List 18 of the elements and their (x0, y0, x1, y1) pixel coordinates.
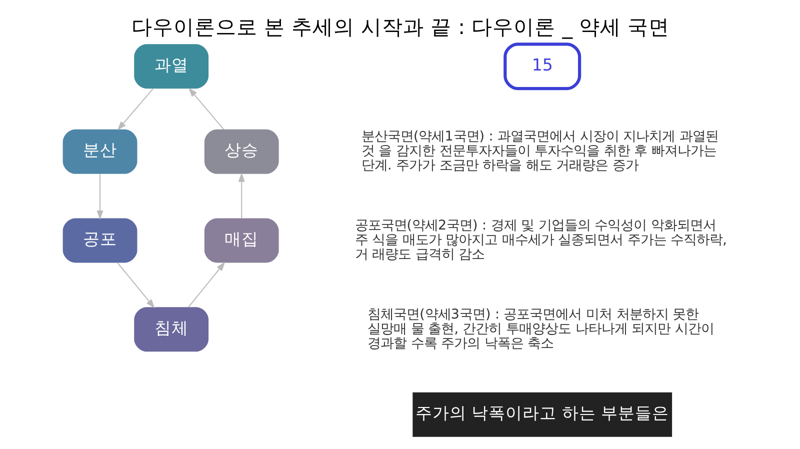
arrow (96, 174, 103, 220)
node-box: 상승 (204, 128, 278, 174)
label: 15 (531, 54, 552, 74)
node-box: 침체 (134, 306, 208, 352)
label: 침체국면(약세3국면) : 공포국면에서 미처 처분하지 못한 실망매 물 출현, 간간히 투매양상도 나타나게 되지만 시간이 경과할 수록 주가의 낙폭은 축소 (367, 306, 714, 351)
node-box: 공포 (62, 218, 137, 262)
node-box: 매집 (204, 218, 278, 262)
label: 공포국면(약세2국면) : 경제 및 기업들의 수익성이 악화되면서 주 식을 매도가 많아지고 매수세가 실종되면서 주가는 수직하락, 거 래량도 급격히 감소 (354, 218, 726, 262)
label: 주가의 낙폭이라고 하는 부분들은 (414, 403, 669, 422)
arrow (116, 88, 153, 130)
arrow (238, 172, 244, 218)
node-box: 과열 (134, 44, 208, 88)
arrow (116, 262, 154, 308)
node-box: 분산 (62, 128, 137, 174)
diagram-title: 다우이론으로 본 추세의 시작과 끝 : 다우이론 _ 약세 국면 (130, 14, 670, 38)
label: 분산국면(약세1국면) : 과열국면에서 시장이 지나치게 과열된 것 을 감지한 전문투자자들이 투자수익을 취한 후 빠져나가는 단계. 주가가 조금만 하락을 해도 거래량은 증가 (360, 129, 718, 174)
arrow (188, 87, 224, 130)
arrow (188, 261, 225, 307)
